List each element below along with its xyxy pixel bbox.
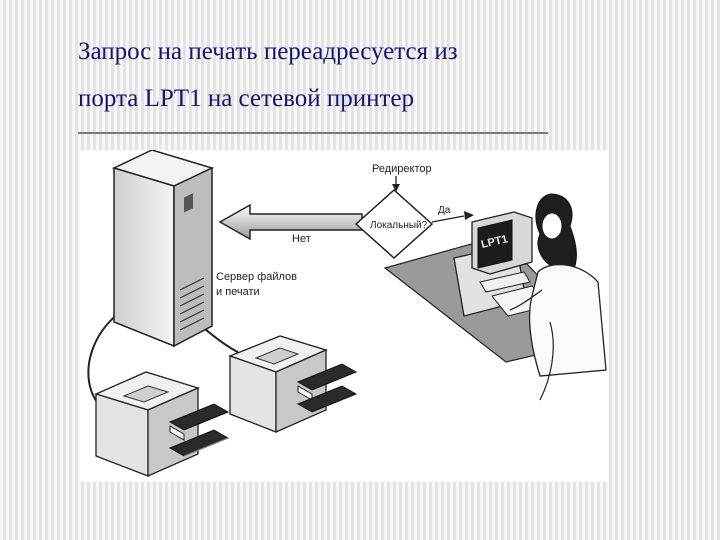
decision-diamond (354, 188, 434, 260)
yes-label: Да (438, 205, 451, 216)
server-label-line1: Сервер файлов (216, 271, 297, 283)
title-line-2: порта LPT1 на сетевой принтер (78, 85, 414, 112)
yes-arrow (431, 215, 465, 223)
network-printer-icon (94, 371, 230, 477)
slide-title: Запрос на печать переадресуется из порта… (78, 28, 698, 122)
file-print-server-icon (111, 150, 215, 348)
user-person-icon (509, 193, 607, 401)
server-label-line2: и печати (216, 286, 260, 298)
redirector-label: Редиректор (372, 163, 432, 175)
no-label: Нет (292, 233, 311, 245)
network-printing-diagram: Локальный? Редиректор Да Нет Сервер файл… (80, 150, 608, 482)
title-divider (78, 132, 548, 134)
network-printer-icon (228, 335, 358, 433)
title-line-1: Запрос на печать переадресуется из (78, 38, 458, 65)
redirect-arrow (218, 203, 363, 241)
decision-label: Локальный? (370, 220, 428, 231)
monitor-label: LPT1 (480, 233, 509, 251)
